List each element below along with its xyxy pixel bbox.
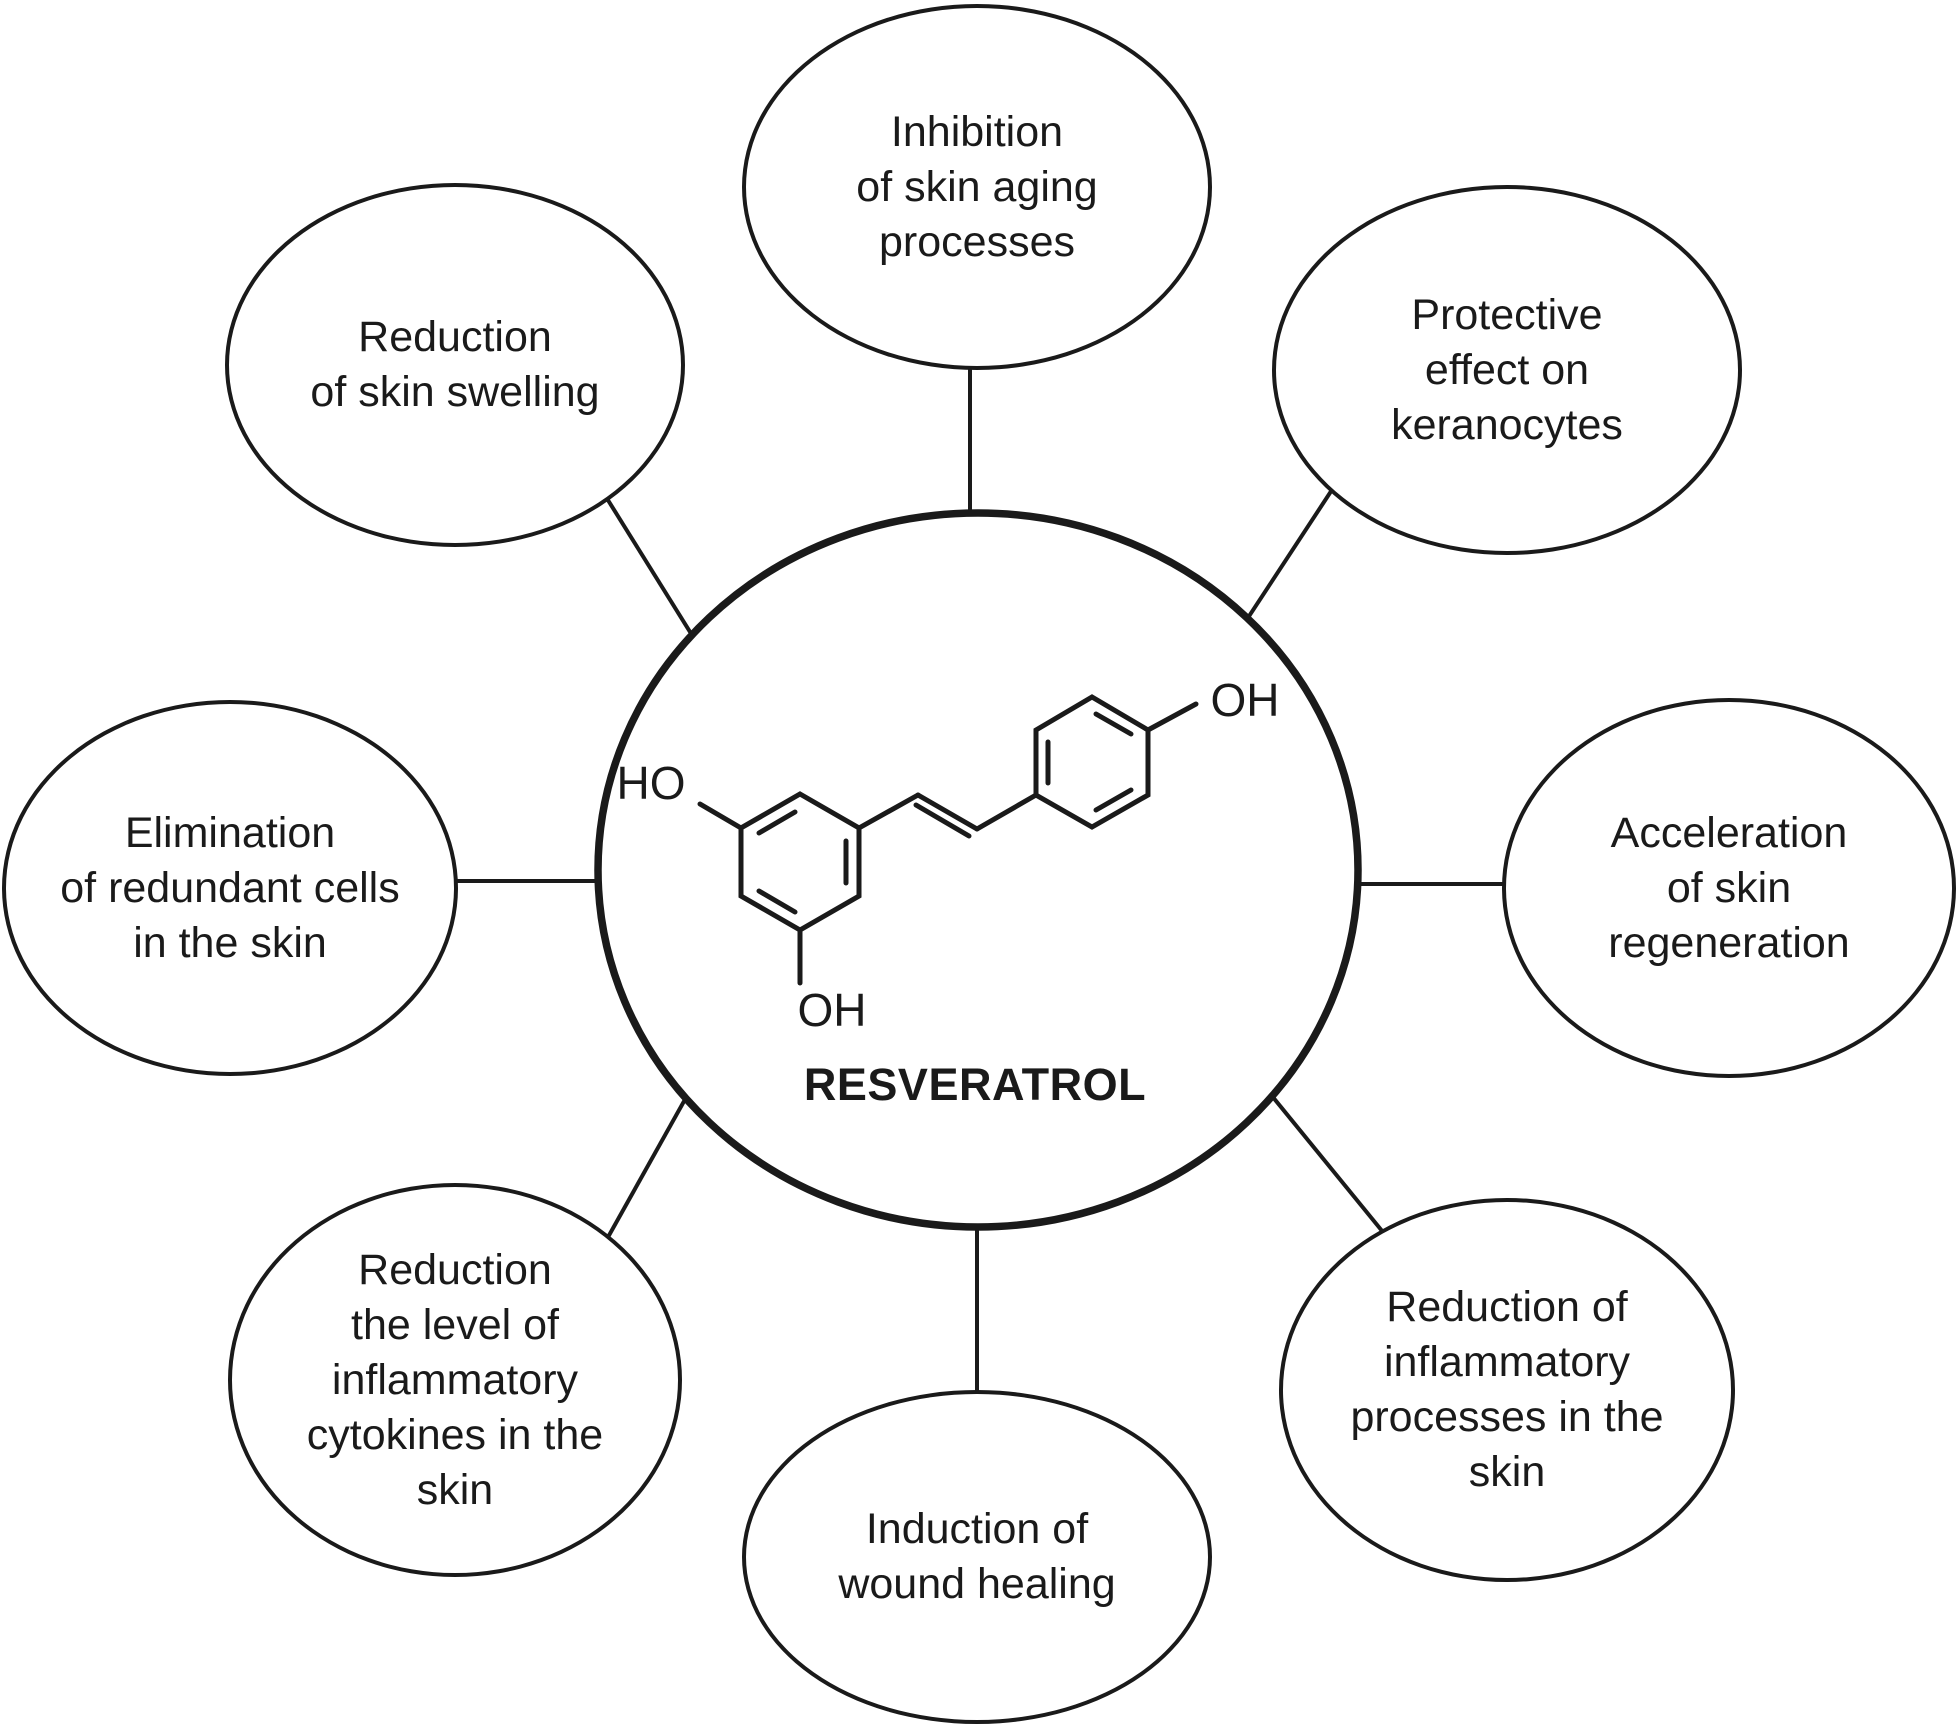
resveratrol-structure <box>697 694 1199 986</box>
node-label: Reduction of skin swelling <box>310 313 600 416</box>
node-reduction-inflammatory-processes: Reduction of inflammatory processes in t… <box>1279 1198 1735 1582</box>
node-reduction-inflammatory-cytokines: Reduction the level of inflammatory cyto… <box>228 1183 682 1577</box>
node-induction-wound-healing: Induction of wound healing <box>742 1390 1212 1724</box>
left-ring-double-bond <box>756 888 798 915</box>
node-elimination-redundant-cells: Elimination of redundant cells in the sk… <box>2 700 458 1076</box>
node-label: Elimination of redundant cells in the sk… <box>60 808 400 967</box>
hydroxyl-label-bottom: OH <box>797 984 867 1036</box>
central-circle <box>594 509 1362 1231</box>
hydroxyl-label-left: HO <box>616 757 686 809</box>
vinyl-double-bond-inner <box>913 802 972 839</box>
node-label: Reduction of inflammatory processes in t… <box>1350 1283 1664 1496</box>
right-ring-double-bond <box>1093 787 1134 813</box>
left-ring-double-bond <box>756 809 798 836</box>
right-ring-double-bond <box>1093 711 1134 737</box>
node-label: Acceleration of skin regeneration <box>1608 808 1850 967</box>
node-acceleration-skin-regeneration: Acceleration of skin regeneration <box>1502 698 1956 1078</box>
node-inhibition-skin-aging: Inhibition of skin aging processes <box>742 4 1212 370</box>
ho-left-bond <box>697 801 744 831</box>
vinyl-double-bond-main <box>915 792 980 832</box>
node-label: Inhibition of skin aging processes <box>856 107 1098 266</box>
node-label: Protective effect on keranocytes <box>1391 290 1623 449</box>
bridge-bond <box>974 792 1039 832</box>
hydroxyl-label-right: OH <box>1210 674 1280 726</box>
bridge-bond <box>856 792 921 831</box>
oh-right-bond <box>1145 701 1199 733</box>
node-protective-effect-keranocytes: Protective effect on keranocytes <box>1272 185 1742 555</box>
central-title: RESVERATROL <box>803 1059 1147 1110</box>
node-label: Induction of wound healing <box>838 1505 1116 1608</box>
node-label: Reduction the level of inflammatory cyto… <box>306 1245 604 1514</box>
node-reduction-skin-swelling: Reduction of skin swelling <box>225 183 685 547</box>
